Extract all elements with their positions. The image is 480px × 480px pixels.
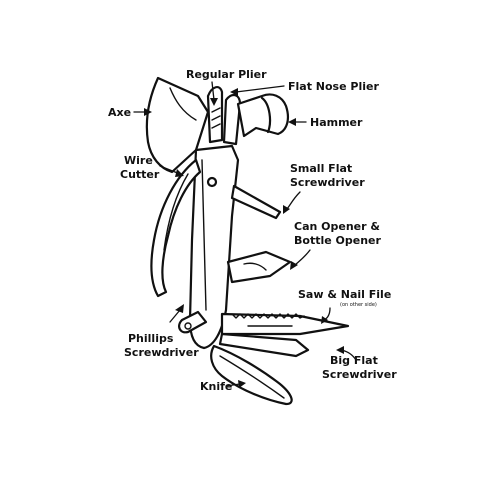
small-flat-screwdriver xyxy=(230,184,282,220)
label-big-flat-line2: Screwdriver xyxy=(322,368,397,381)
label-saw-nail-file: Saw & Nail File xyxy=(298,288,391,301)
label-small-flat-line1: Small Flat xyxy=(290,162,352,175)
label-saw-note: (on other side) xyxy=(340,302,377,308)
flat-nose-plier-jaw xyxy=(222,94,242,146)
multitool-drawing xyxy=(145,76,350,406)
label-wire-cutter-line2: Cutter xyxy=(120,168,160,181)
label-phillips-line1: Phillips xyxy=(128,332,174,345)
label-hammer: Hammer xyxy=(310,116,363,129)
label-regular-plier: Regular Plier xyxy=(186,68,267,81)
pivot-rivet xyxy=(206,176,218,188)
label-can-opener-line2: Bottle Opener xyxy=(294,234,381,247)
big-flat-screwdriver xyxy=(218,332,310,358)
wire-cutter-arm xyxy=(150,158,202,298)
label-can-opener-line1: Can Opener & xyxy=(294,220,380,233)
label-axe: Axe xyxy=(108,106,131,119)
labels: Regular Plier Flat Nose Plier Axe Hammer… xyxy=(108,68,397,393)
axe-head xyxy=(145,76,210,174)
regular-plier-jaw xyxy=(206,86,224,144)
label-knife: Knife xyxy=(200,380,232,393)
label-big-flat-line1: Big Flat xyxy=(330,354,378,367)
hammer-head xyxy=(236,93,289,138)
label-flat-nose-plier: Flat Nose Plier xyxy=(288,80,379,93)
label-small-flat-line2: Screwdriver xyxy=(290,176,365,189)
label-wire-cutter-line1: Wire xyxy=(124,154,153,167)
leader-arrows xyxy=(133,81,357,388)
can-opener xyxy=(226,250,292,284)
label-phillips-line2: Screwdriver xyxy=(124,346,199,359)
